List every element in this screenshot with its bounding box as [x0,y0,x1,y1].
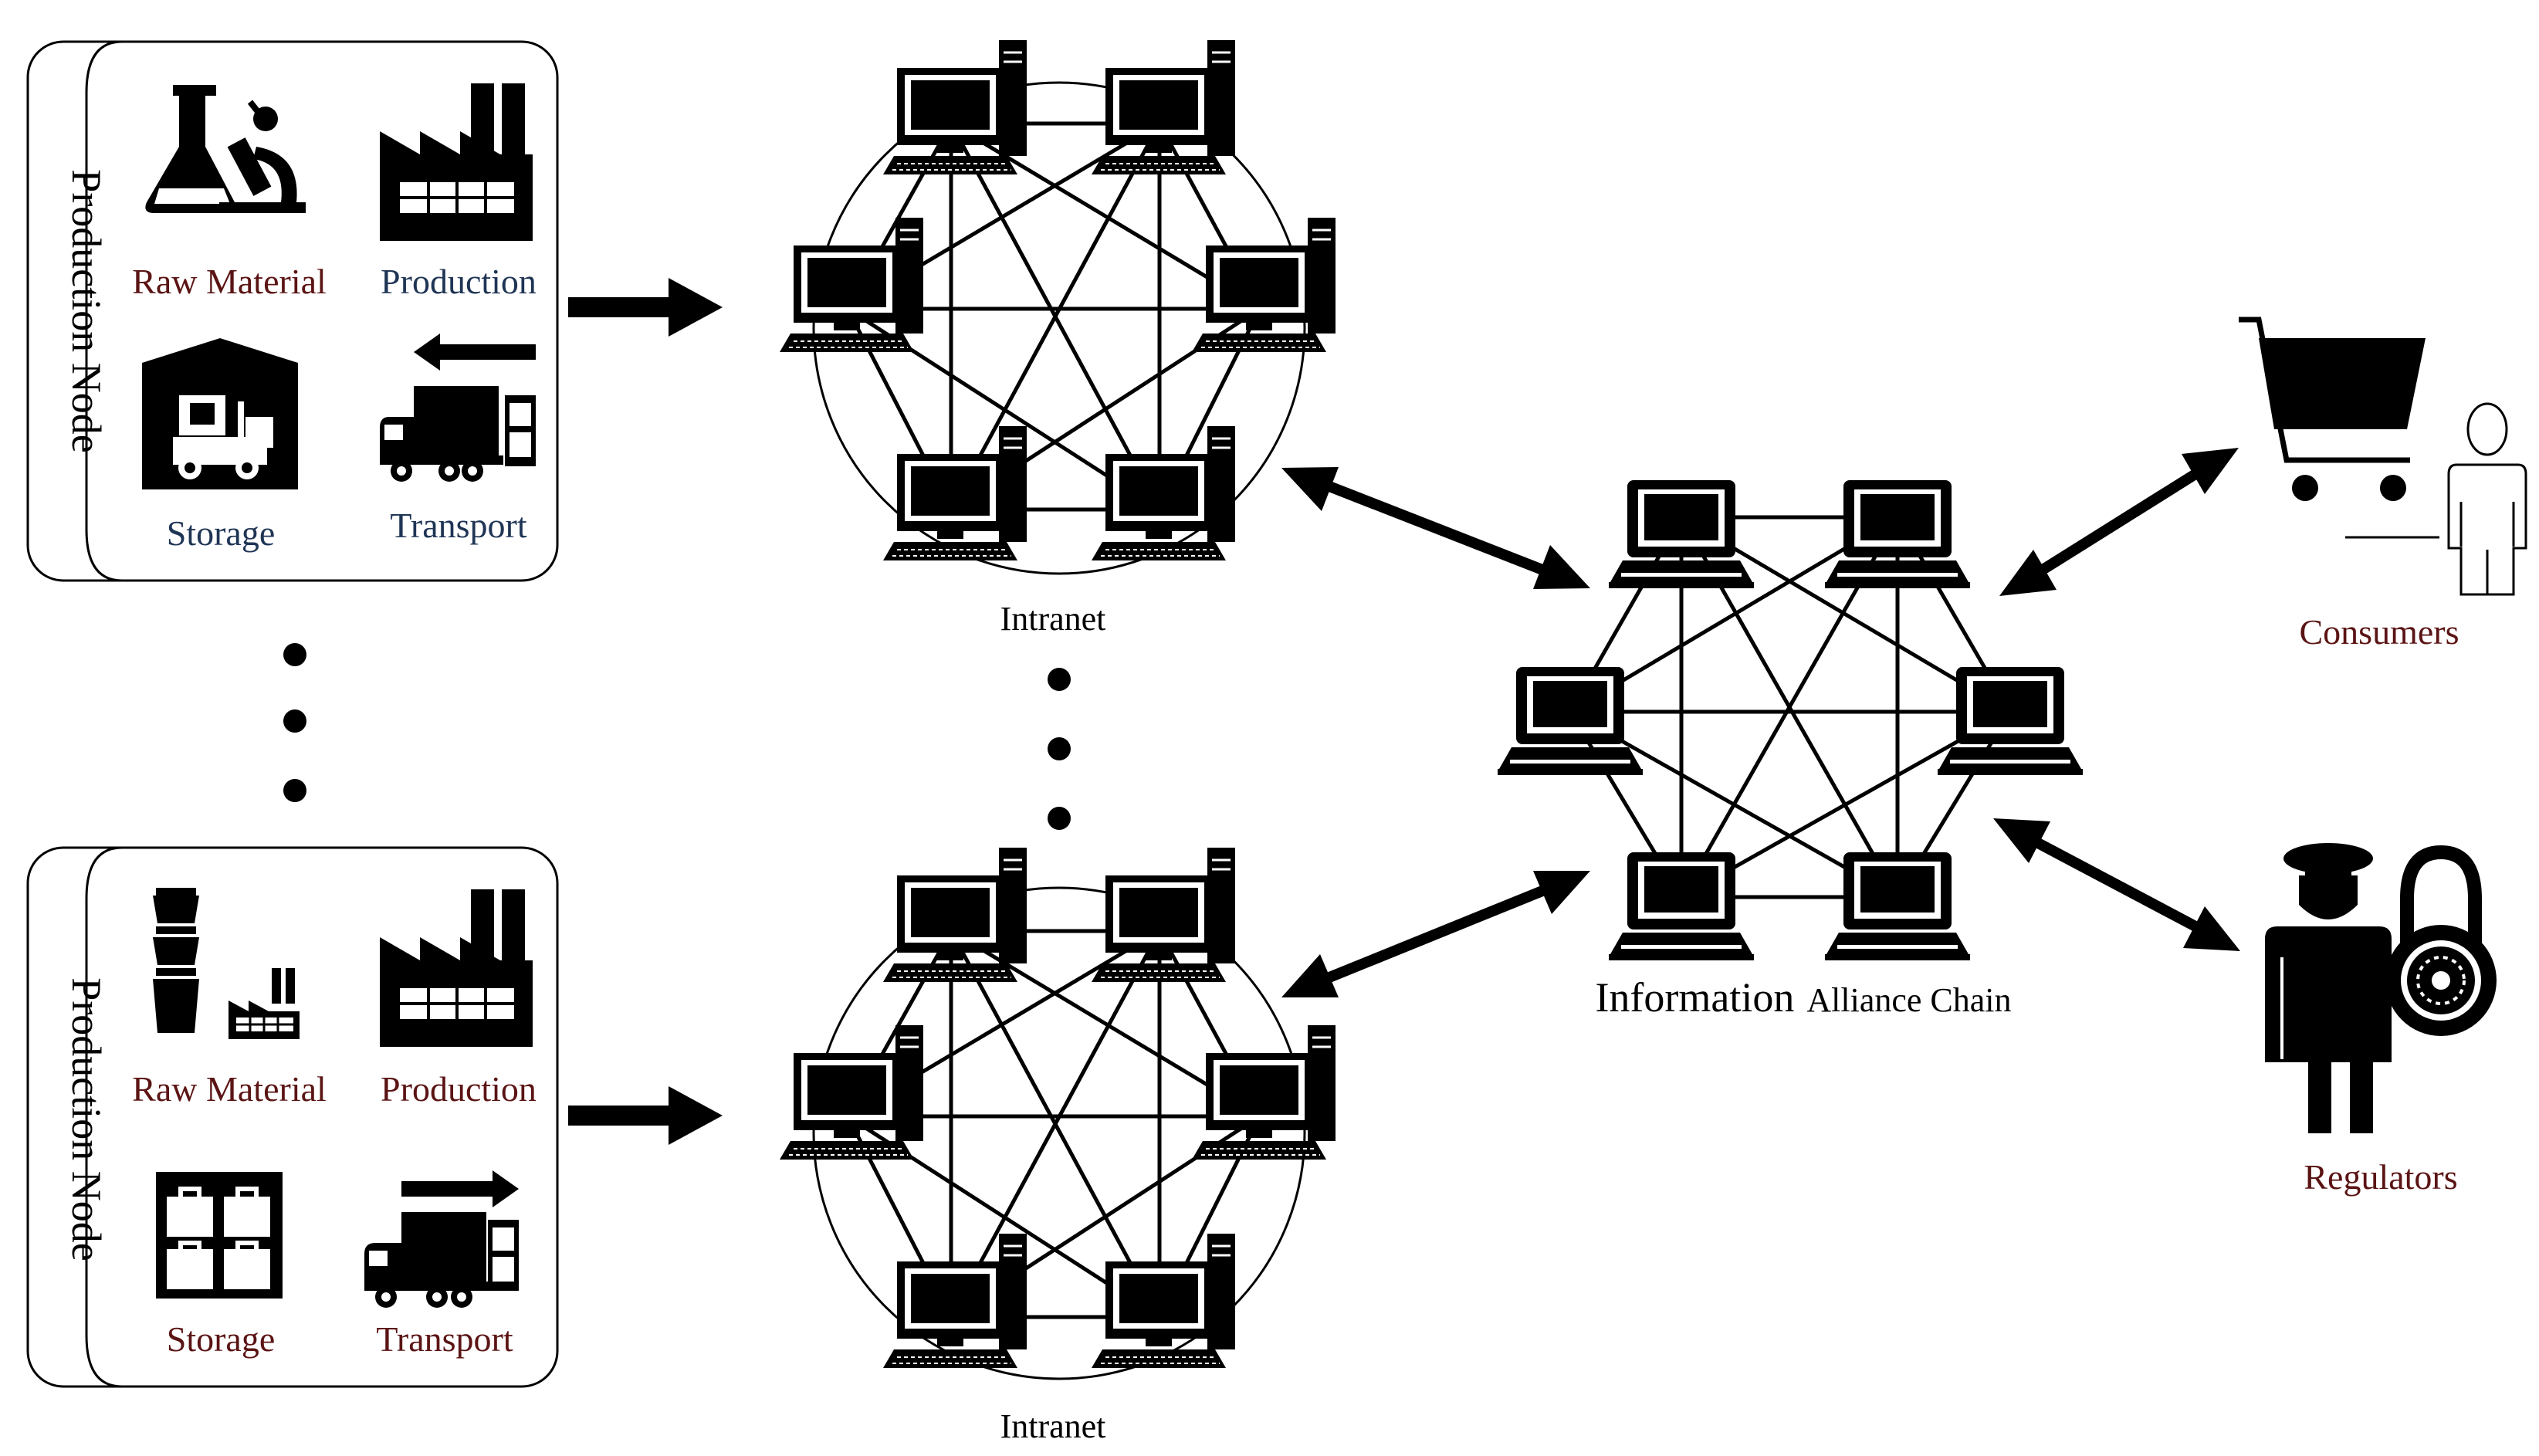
production-label: Production [381,262,537,301]
intranet-ring [812,886,1306,1380]
double-arrow-intranet-top-to-chain [1281,467,1590,589]
desktop-computer-icon [1190,1024,1337,1161]
production-node-top: Production Node Raw Material Production [26,40,559,582]
desktop-computer-icon [882,425,1028,562]
arrow-production-to-intranet-top [568,278,723,337]
desktop-computer-icon [1090,39,1237,176]
laptop-icon [1609,852,1754,960]
raw-material-label: Raw Material [132,262,327,301]
production-node-title: Production Node [63,169,110,452]
laptop-icon [1938,667,2083,775]
alliance-chain-label: Information Alliance Chain [1595,974,2011,1021]
regulators-group: Regulators [2265,843,2497,1197]
desktop-computer-icon [778,1024,925,1161]
regulators-label: Regulators [2304,1157,2457,1197]
intranet-bottom: Intranet [778,846,1337,1445]
barrels-factory-icon [153,888,300,1039]
production-node-title: Production Node [63,977,110,1261]
production-node-bottom: Production Node Raw Material [26,846,559,1388]
factory-icon [380,889,533,1047]
laptop-icon [1825,480,1970,588]
desktop-computer-icon [882,39,1028,176]
alliance-chain-label-main: Information [1595,974,1794,1021]
officer-padlock-icon [2265,843,2497,1133]
laptop-icon [1498,667,1643,775]
shopping-cart-person-icon [2239,317,2527,596]
transport-label: Transport [390,506,526,545]
intranet-top: Intranet [778,39,1337,638]
intranet-label: Intranet [1000,1407,1106,1445]
alliance-chain-label-sub: Alliance Chain [1806,981,2011,1019]
desktop-computer-icon [882,846,1028,984]
desktop-computer-icon [778,216,925,354]
intranet-ring [812,81,1306,575]
raw-material-label: Raw Material [132,1069,327,1109]
storage-boxes-icon [156,1172,283,1299]
consumers-group: Consumers [2239,317,2527,652]
transport-label: Transport [376,1319,513,1359]
desktop-computer-icon [882,1232,1028,1370]
flask-microscope-icon [145,85,306,213]
production-node-divider [85,846,123,1388]
ellipsis-dots-left [283,643,306,802]
double-arrow-chain-to-consumers [1999,448,2239,596]
storage-label: Storage [167,1319,276,1359]
desktop-computer-icon [1090,1232,1237,1370]
laptop-icon [1609,480,1754,588]
desktop-computer-icon [1090,846,1237,984]
information-alliance-chain: Information Alliance Chain [1498,480,2083,1021]
truck-arrow-left-icon [380,334,536,482]
double-arrow-intranet-bottom-to-chain [1281,871,1590,997]
storage-label: Storage [167,513,276,553]
desktop-computer-icon [1090,425,1237,562]
intranet-label: Intranet [1000,600,1106,638]
laptop-icon [1825,852,1970,960]
truck-arrow-right-icon [364,1170,519,1308]
double-arrow-chain-to-regulators [1993,818,2240,951]
production-label: Production [381,1069,537,1109]
ellipsis-dots-middle [1048,668,1071,830]
consumers-label: Consumers [2300,612,2459,652]
factory-icon [380,83,533,241]
production-node-divider [85,40,123,582]
arrow-production-to-intranet-bottom [568,1086,723,1145]
warehouse-forklift-icon [142,338,298,489]
desktop-computer-icon [1190,216,1337,354]
